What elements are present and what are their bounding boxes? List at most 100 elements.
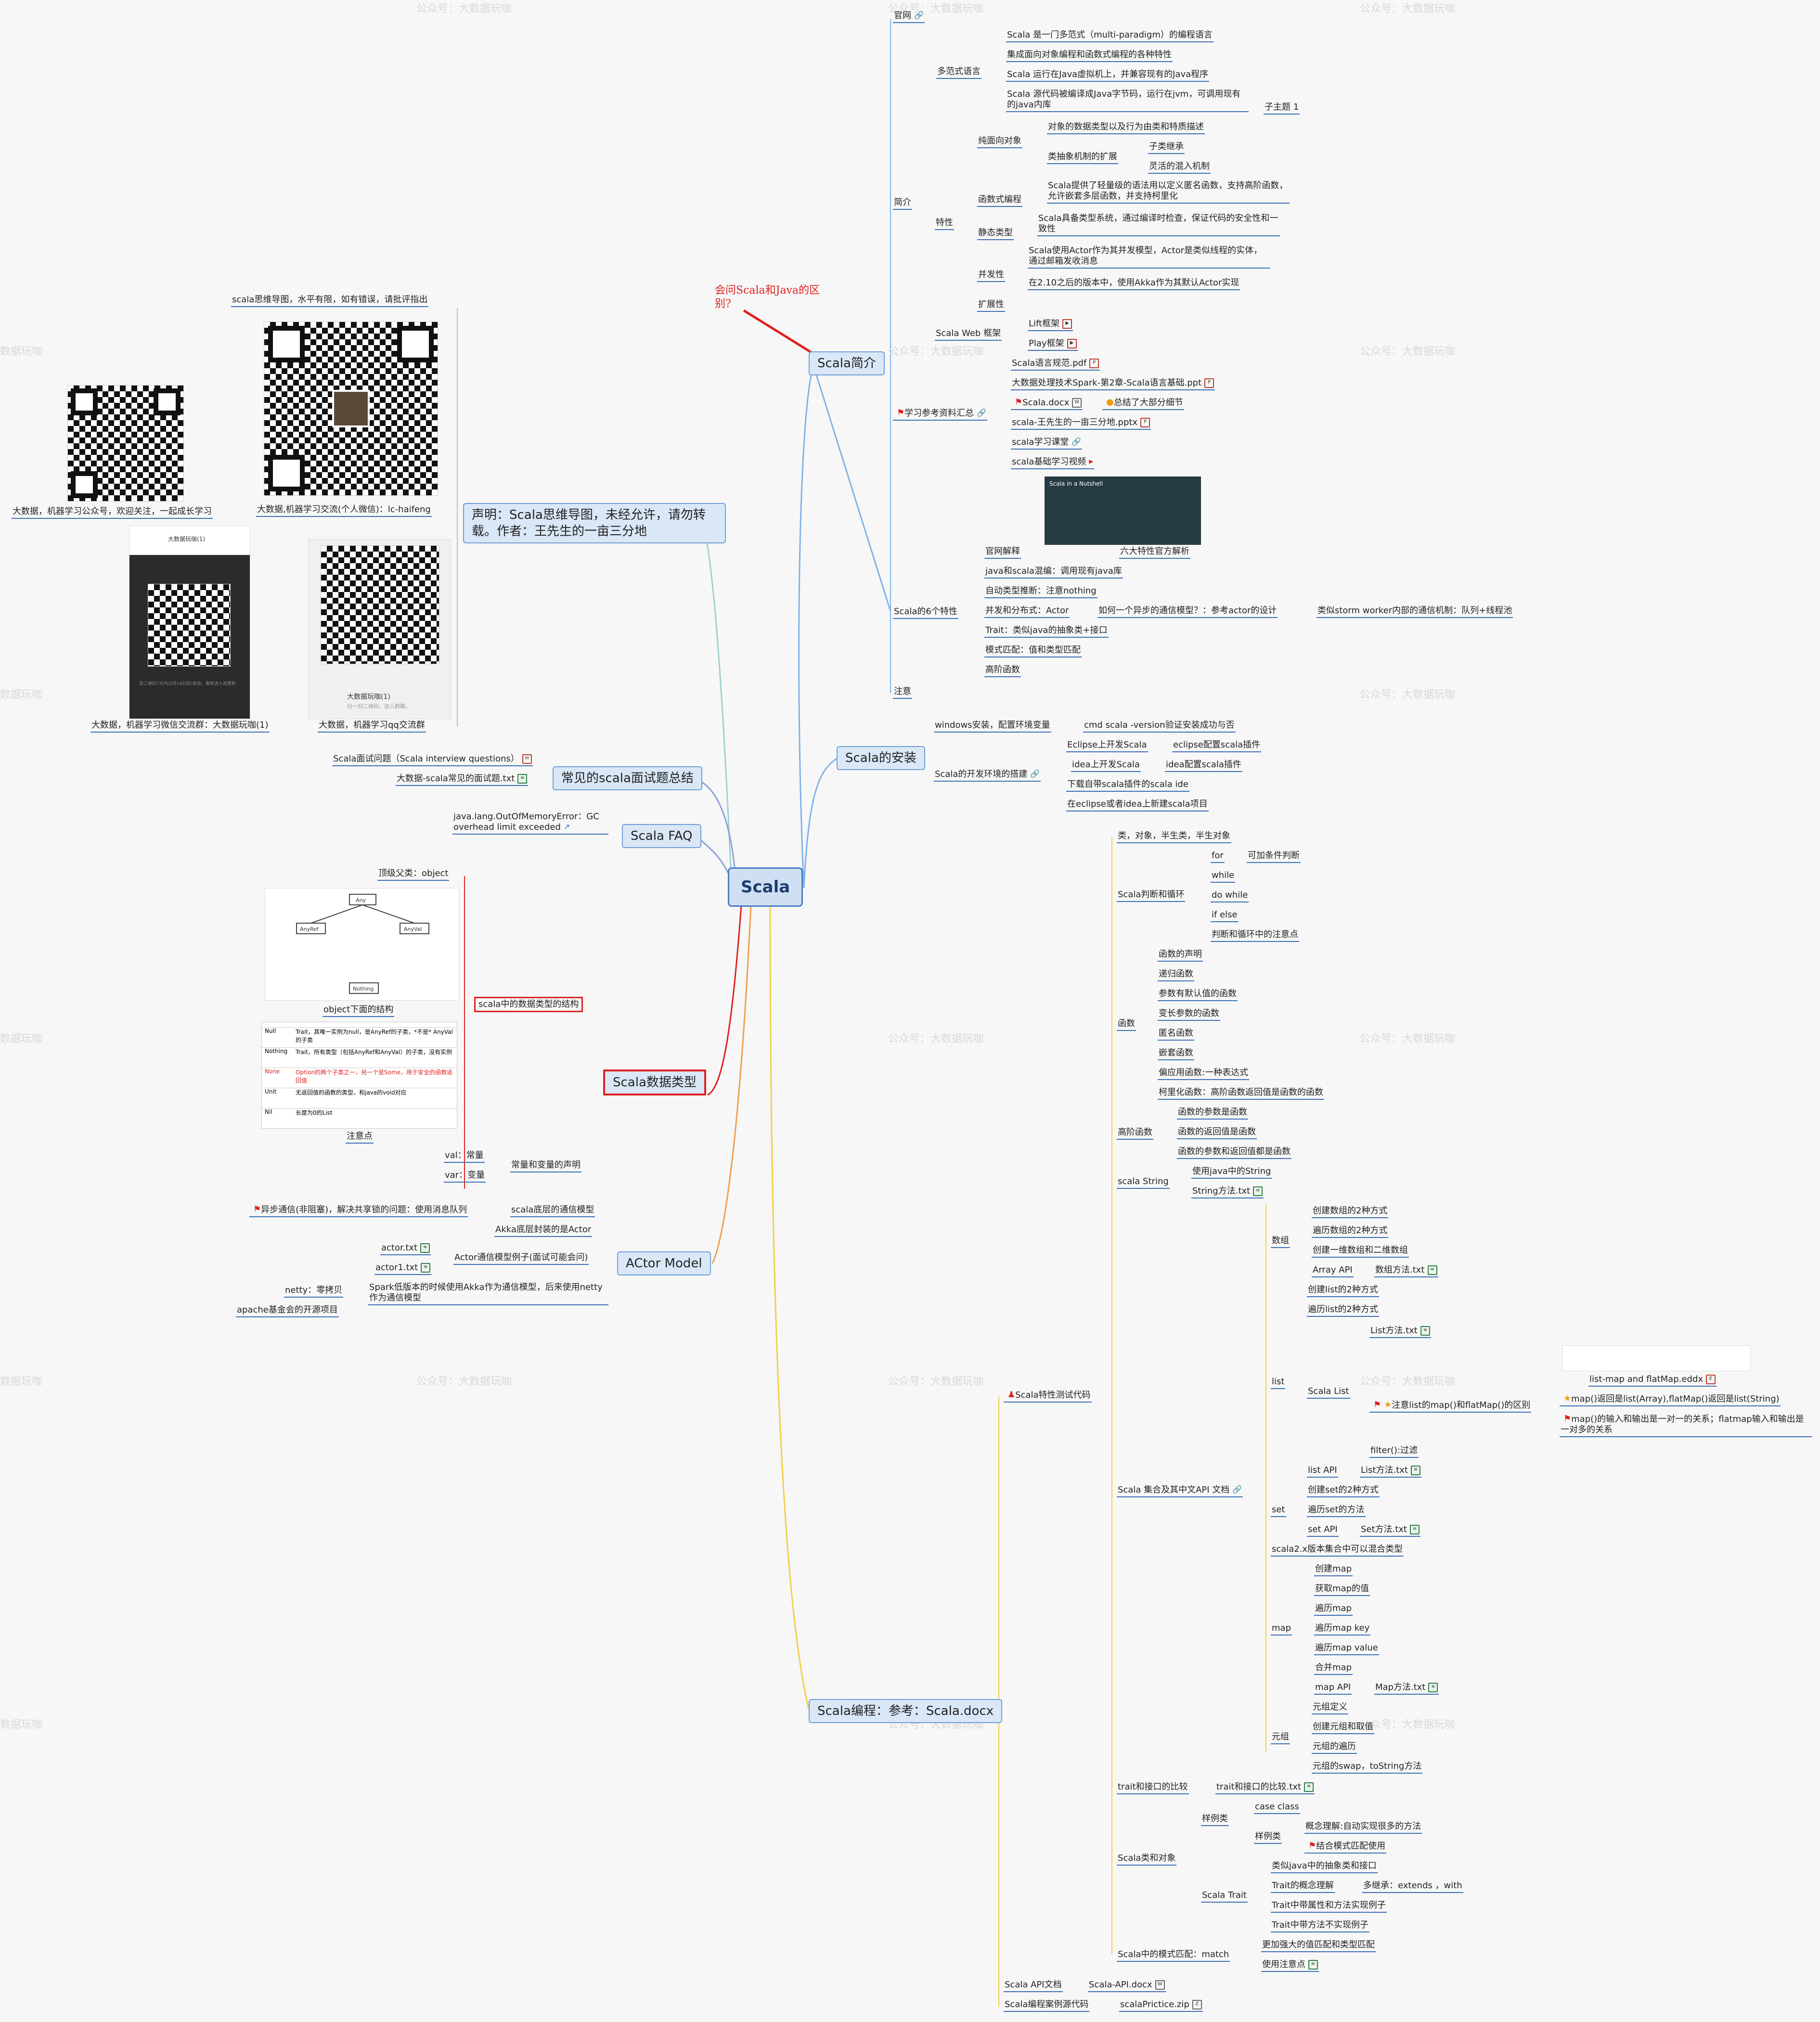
functional-item: Scala提供了轻量级的语法用以定义匿名函数，支持高阶函数，允许嵌套多层函数，并… (1047, 180, 1290, 204)
node-actor-ex[interactable]: Actor通信模型例子(面试可能会问) (453, 1252, 589, 1265)
set-api-file[interactable]: Set方法.txt≡ (1360, 1524, 1421, 1537)
flag-icon: ⚑ (253, 1204, 261, 1214)
node-case[interactable]: 样例类 (1201, 1814, 1229, 1826)
node-six[interactable]: Scala的6个特性 (893, 606, 958, 619)
trait-cmp-file[interactable]: trait和接口的比较.txt≡ (1215, 1782, 1315, 1794)
tuple-item: 创建元组和取值 (1312, 1722, 1374, 1734)
node-strait[interactable]: Scala Trait (1201, 1890, 1248, 1903)
node-loop[interactable]: Scala判断和循环 (1117, 889, 1186, 902)
install-dev[interactable]: Scala的开发环境的搭建🔗 (934, 769, 1041, 782)
topic-install[interactable]: Scala的安装 (837, 746, 925, 770)
node-decl[interactable]: 常量和变量的声明 (510, 1160, 581, 1172)
node-web[interactable]: Scala Web 框架 (935, 328, 1002, 341)
slist-item[interactable]: ⚑★注意list的map()和flatMap()的区别 (1369, 1400, 1532, 1413)
node-extensible[interactable]: 扩展性 (977, 299, 1005, 312)
ref-item[interactable]: scala基础学习视频▸ (1011, 457, 1095, 469)
node-paradigm[interactable]: 多范式语言 (936, 66, 981, 79)
topic-actor[interactable]: ACtor Model (617, 1251, 711, 1275)
link-icon: 🔗 (1071, 437, 1082, 446)
qr-code-wechat-personal[interactable] (264, 322, 438, 496)
topic-interview[interactable]: 常见的scala面试题总结 (553, 766, 702, 790)
qr-code-wechat-group[interactable] (148, 584, 231, 667)
interview-item[interactable]: 大数据-scala常见的面试题.txt≡ (396, 773, 529, 786)
link-install (803, 757, 838, 889)
node-trait-cmp[interactable]: trait和接口的比较 (1117, 1782, 1189, 1794)
interview-item[interactable]: Scala面试问题（Scala interview questions）H (332, 754, 533, 766)
web-item[interactable]: Lift框架▶ (1028, 319, 1073, 331)
node-functional[interactable]: 函数式编程 (977, 194, 1022, 207)
node-hof[interactable]: 高阶函数 (1117, 1127, 1153, 1140)
node-akka[interactable]: Akka底层封装的是Actor (494, 1224, 593, 1237)
node-api[interactable]: Scala API文档 (1004, 1980, 1063, 1992)
install-windows[interactable]: windows安装，配置环境变量 (934, 720, 1051, 733)
node-co[interactable]: Scala类和对象 (1117, 1853, 1177, 1866)
qr-code-official-account[interactable] (67, 385, 184, 502)
map-api-file[interactable]: Map方法.txt≡ (1374, 1682, 1439, 1695)
types-struct[interactable]: scala中的数据类型的结构 (474, 997, 583, 1012)
node-test[interactable]: ♟Scala特性测试代码 (1004, 1390, 1092, 1403)
qr-code-qq-group[interactable] (321, 545, 439, 664)
list-api-file[interactable]: List方法.txt≡ (1360, 1465, 1421, 1478)
root-node[interactable]: Scala (728, 867, 803, 907)
arr-api-file[interactable]: 数组方法.txt≡ (1374, 1265, 1438, 1277)
topic-intro[interactable]: Scala简介 (809, 351, 885, 375)
node-spark[interactable]: Spark低版本的时候使用Akka作为通信模型，后来使用netty作为通信模型 (368, 1282, 608, 1305)
node-subtopic[interactable]: 子主题 1 (1264, 102, 1300, 115)
node-str[interactable]: scala String (1117, 1176, 1170, 1189)
ref-note: ●总结了大部分细节 (1102, 398, 1184, 410)
pdf-icon: P (1089, 359, 1099, 368)
actor-file[interactable]: actor1.txt≡ (374, 1262, 432, 1275)
node-official[interactable]: 官网🔗 (893, 11, 925, 23)
topic-statement[interactable]: 声明：Scala思维导图，未经允许，请勿转载。作者：王先生的一亩三分地 (463, 503, 726, 543)
node-refs[interactable]: ⚑学习参考资料汇总🔗 (893, 408, 988, 421)
faq-item[interactable]: java.lang.OutOfMemoryError：GC overhead l… (452, 811, 608, 835)
node-set[interactable]: set (1271, 1505, 1286, 1517)
node-tuple[interactable]: 元组 (1271, 1732, 1290, 1744)
node-fn[interactable]: 函数 (1117, 1018, 1136, 1031)
node-match[interactable]: Scala中的模式匹配：match (1117, 1949, 1230, 1962)
node-note[interactable]: 注意 (893, 686, 912, 699)
six-item: 自动类型推断：注意nothing (984, 586, 1097, 598)
notes-caption: 注意点 (346, 1131, 374, 1144)
node-list-api[interactable]: list API (1307, 1465, 1338, 1478)
node-map[interactable]: map (1271, 1623, 1292, 1636)
node-comm[interactable]: scala底层的通信模型 (510, 1205, 595, 1217)
node-oo[interactable]: 纯面向对象 (977, 136, 1022, 148)
actor-file[interactable]: actor.txt≡ (380, 1243, 431, 1255)
node-concurrent[interactable]: 并发性 (977, 270, 1005, 282)
topic-types[interactable]: Scala数据类型 (603, 1069, 706, 1095)
topic-programming[interactable]: Scala编程：参考：Scala.docx (809, 1699, 1003, 1723)
node-list[interactable]: list (1271, 1377, 1286, 1389)
actor-answer: 类似storm worker内部的通信机制：队列+线程池 (1317, 605, 1513, 618)
slist-item[interactable]: List方法.txt≡ (1369, 1326, 1431, 1338)
node-static[interactable]: 静态类型 (977, 228, 1014, 240)
node-features[interactable]: 特性 (935, 218, 954, 230)
doc-icon: W (1155, 1980, 1165, 1990)
node-overview[interactable]: 简介 (893, 197, 912, 210)
node-arr[interactable]: 数组 (1271, 1236, 1290, 1248)
node-cases[interactable]: Scala编程案例源代码 (1004, 1999, 1090, 2012)
node-classes[interactable]: 类，对象，半生类，半生对象 (1117, 831, 1231, 843)
oo-ext: 灵活的混入机制 (1148, 161, 1211, 174)
node-coll[interactable]: Scala 集合及其中文API 文档🔗 (1117, 1485, 1243, 1497)
str-item[interactable]: String方法.txt≡ (1191, 1186, 1264, 1198)
txt-file-icon: ≡ (1308, 1960, 1318, 1970)
six-official[interactable]: 官网解释 (984, 546, 1021, 559)
node-mix[interactable]: scala2.x版本集合中可以混合类型 (1271, 1544, 1404, 1557)
web-item[interactable]: Play框架▶ (1028, 338, 1078, 351)
node-slist[interactable]: Scala List (1307, 1386, 1350, 1399)
for-note: 可加条件判断 (1247, 850, 1301, 863)
ref-item[interactable]: scala学习课堂🔗 (1011, 437, 1083, 450)
decl-item: val：常量 (444, 1150, 485, 1163)
topic-faq[interactable]: Scala FAQ (622, 824, 701, 848)
ppt-icon: P (1140, 418, 1150, 427)
